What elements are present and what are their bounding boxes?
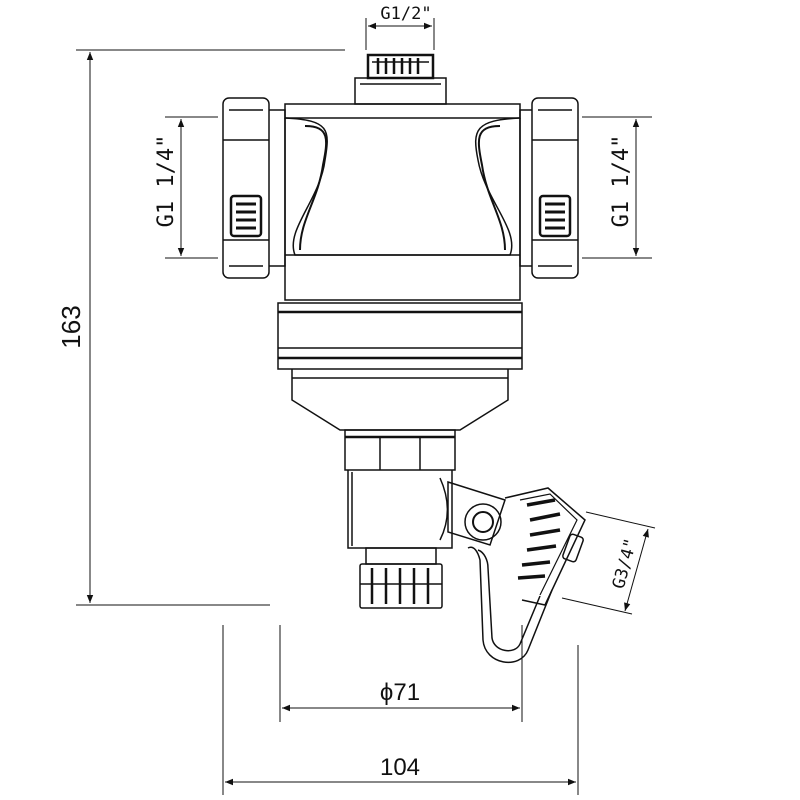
drain-valve [447,480,586,664]
dimension-overall-width [222,625,579,795]
dimension-top-thread [365,18,435,50]
drain-thread-label: G3/4" [609,536,642,591]
middle-ring [277,302,523,370]
dimension-right-thread [582,116,652,259]
dimension-diameter [279,625,523,722]
drain-body [347,470,453,549]
main-body [284,103,521,301]
right-thread-label: G1 1/4" [609,135,634,228]
diameter-label: ϕ71 [380,679,420,706]
lower-nut [344,429,456,471]
dimension-drain-thread [561,511,656,615]
dimension-height [76,49,345,606]
left-inlet-connector [222,97,286,279]
top-outlet [354,53,447,105]
height-label: 163 [56,305,86,348]
right-inlet-connector [519,97,579,279]
bottom-outlet [359,547,443,609]
dimension-left-thread [165,116,218,259]
left-thread-label: G1 1/4" [154,135,179,228]
overall-width-label: 104 [380,754,420,781]
top-thread-label: G1/2" [380,4,431,24]
lower-bowl [291,369,509,431]
